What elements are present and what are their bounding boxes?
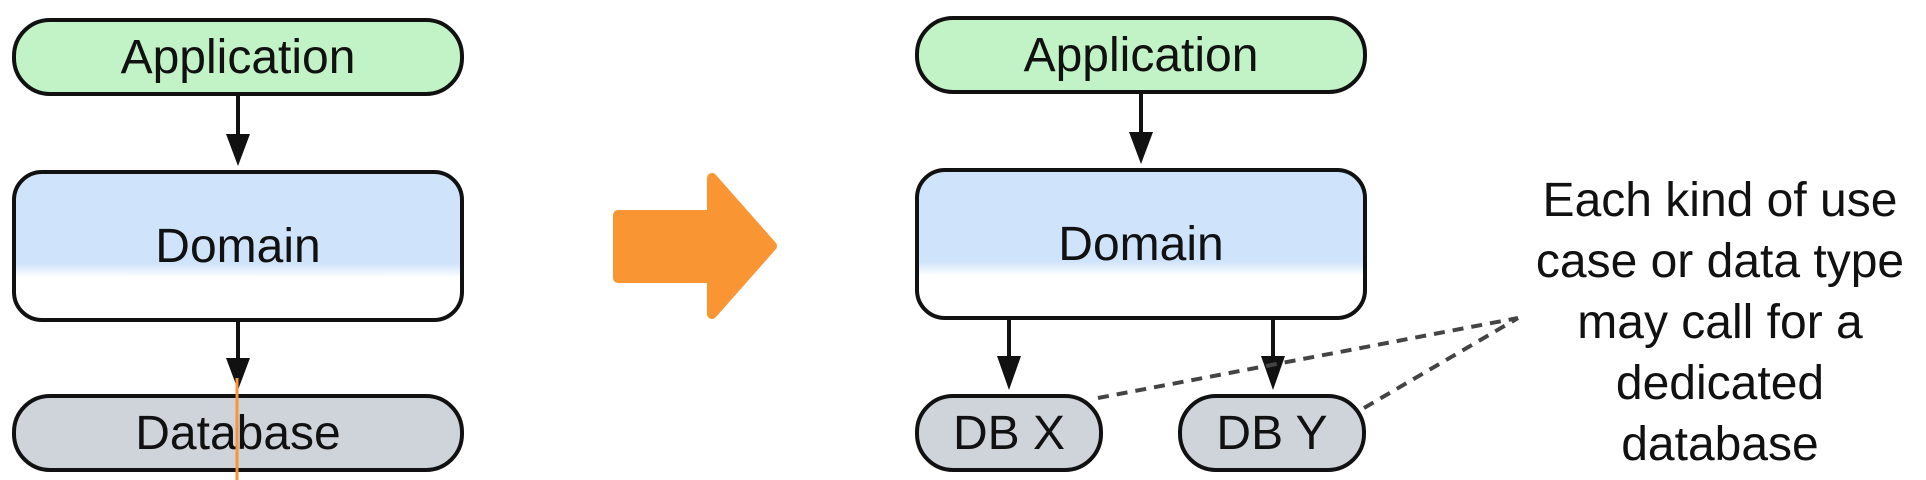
- after-application-node: Application: [915, 16, 1367, 94]
- before-database-node: Database: [12, 394, 464, 472]
- after-db-x-label: DB X: [952, 406, 1066, 460]
- before-domain-to-database-arrow: [226, 322, 250, 390]
- after-domain-label: Domain: [1058, 217, 1224, 271]
- note-line: dedicated: [1615, 357, 1825, 410]
- before-application-node: Application: [12, 18, 464, 96]
- note-line: case or data type: [1535, 235, 1905, 288]
- before-database-label: Database: [135, 406, 341, 460]
- note-line: Each kind of use: [1542, 174, 1898, 227]
- callout-line-db-x: [1097, 316, 1519, 400]
- before-domain-node: Domain: [12, 170, 464, 322]
- after-application-label: Application: [1023, 28, 1259, 82]
- note-line: database: [1621, 418, 1819, 471]
- annotation-note: Each kind of use case or data type may c…: [1510, 170, 1926, 475]
- after-domain-node: Domain: [915, 168, 1367, 320]
- after-db-y-node: DB Y: [1178, 394, 1366, 472]
- before-domain-label: Domain: [155, 219, 321, 273]
- after-domain-to-db-x-arrow: [997, 320, 1021, 390]
- after-db-x-node: DB X: [915, 394, 1103, 472]
- before-app-to-domain-arrow: [226, 96, 250, 166]
- transition-arrow-icon: [613, 173, 777, 319]
- after-db-y-label: DB Y: [1216, 406, 1328, 460]
- before-application-label: Application: [120, 30, 356, 84]
- note-line: may call for a: [1577, 296, 1863, 349]
- after-app-to-domain-arrow: [1129, 94, 1153, 164]
- callout-line-db-y: [1362, 316, 1520, 410]
- after-domain-to-db-y-arrow: [1261, 320, 1285, 390]
